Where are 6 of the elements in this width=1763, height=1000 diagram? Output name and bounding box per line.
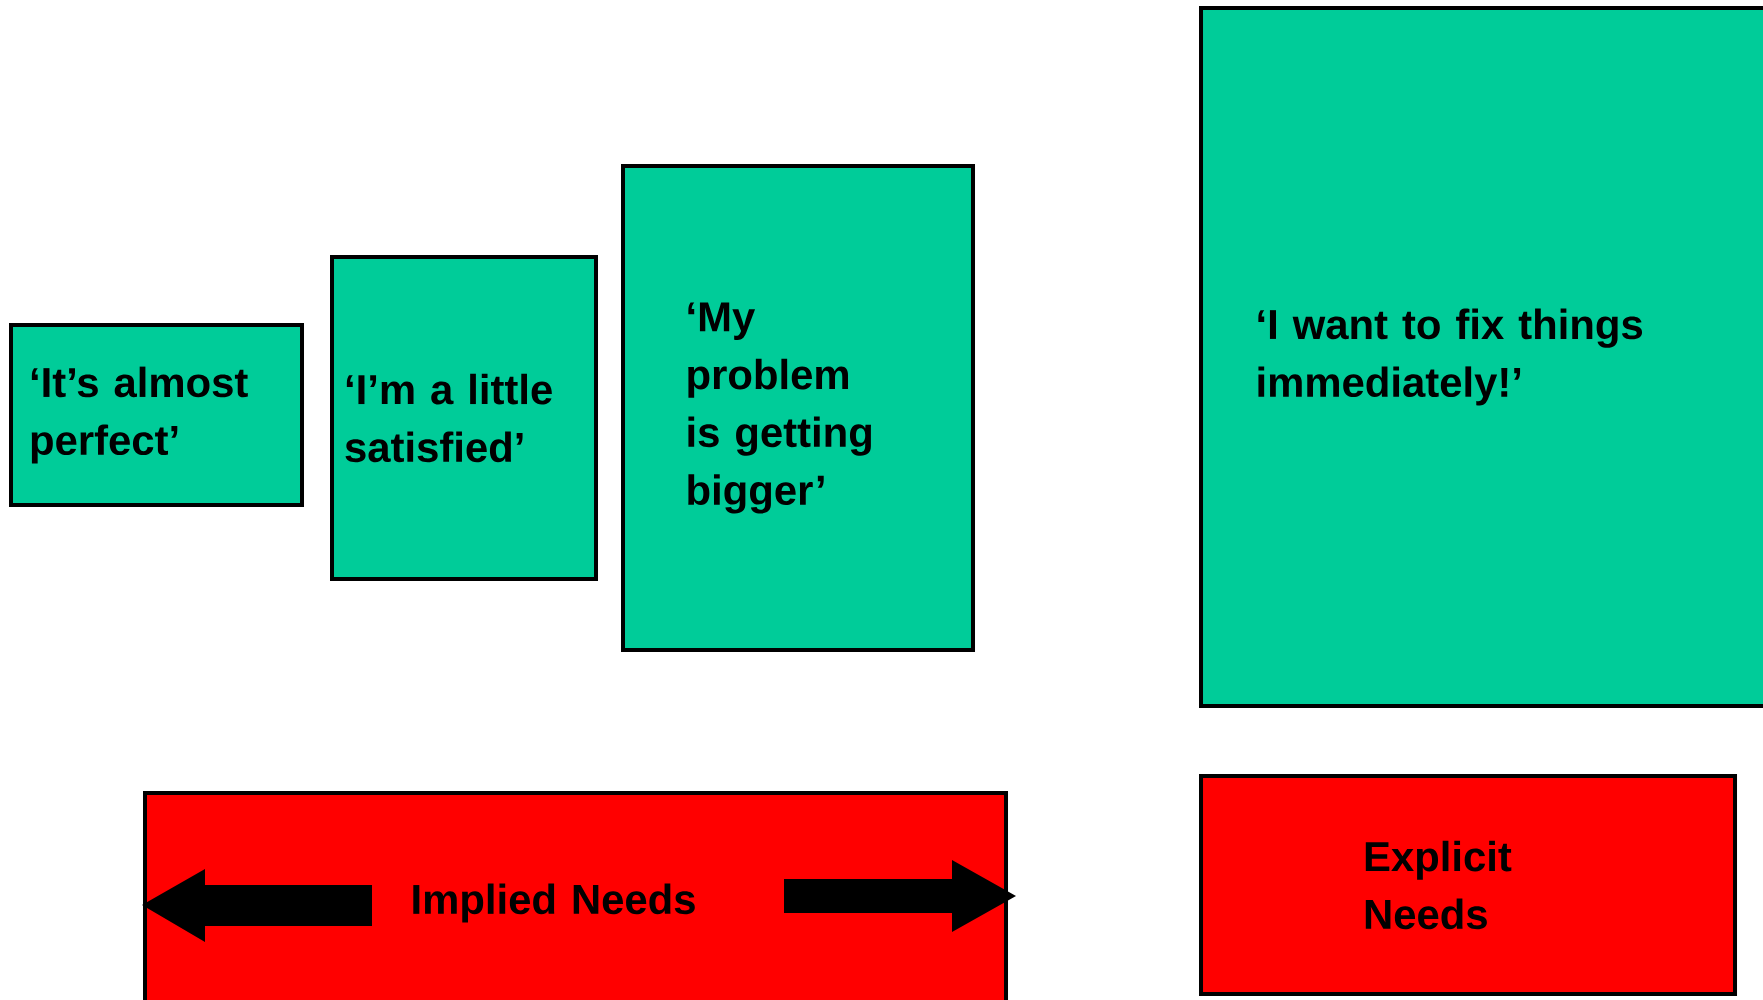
statement-box: ‘I’m a little satisfied’ [330,255,598,581]
needs-box: Implied Needs [143,791,1008,1000]
statement-box: ‘My problem is getting bigger’ [621,164,975,652]
statement-box: ‘I want to fix things immediately!’ [1199,6,1763,708]
statement-box: ‘It’s almost perfect’ [9,323,304,507]
needs-box: Explicit Needs [1199,774,1737,996]
